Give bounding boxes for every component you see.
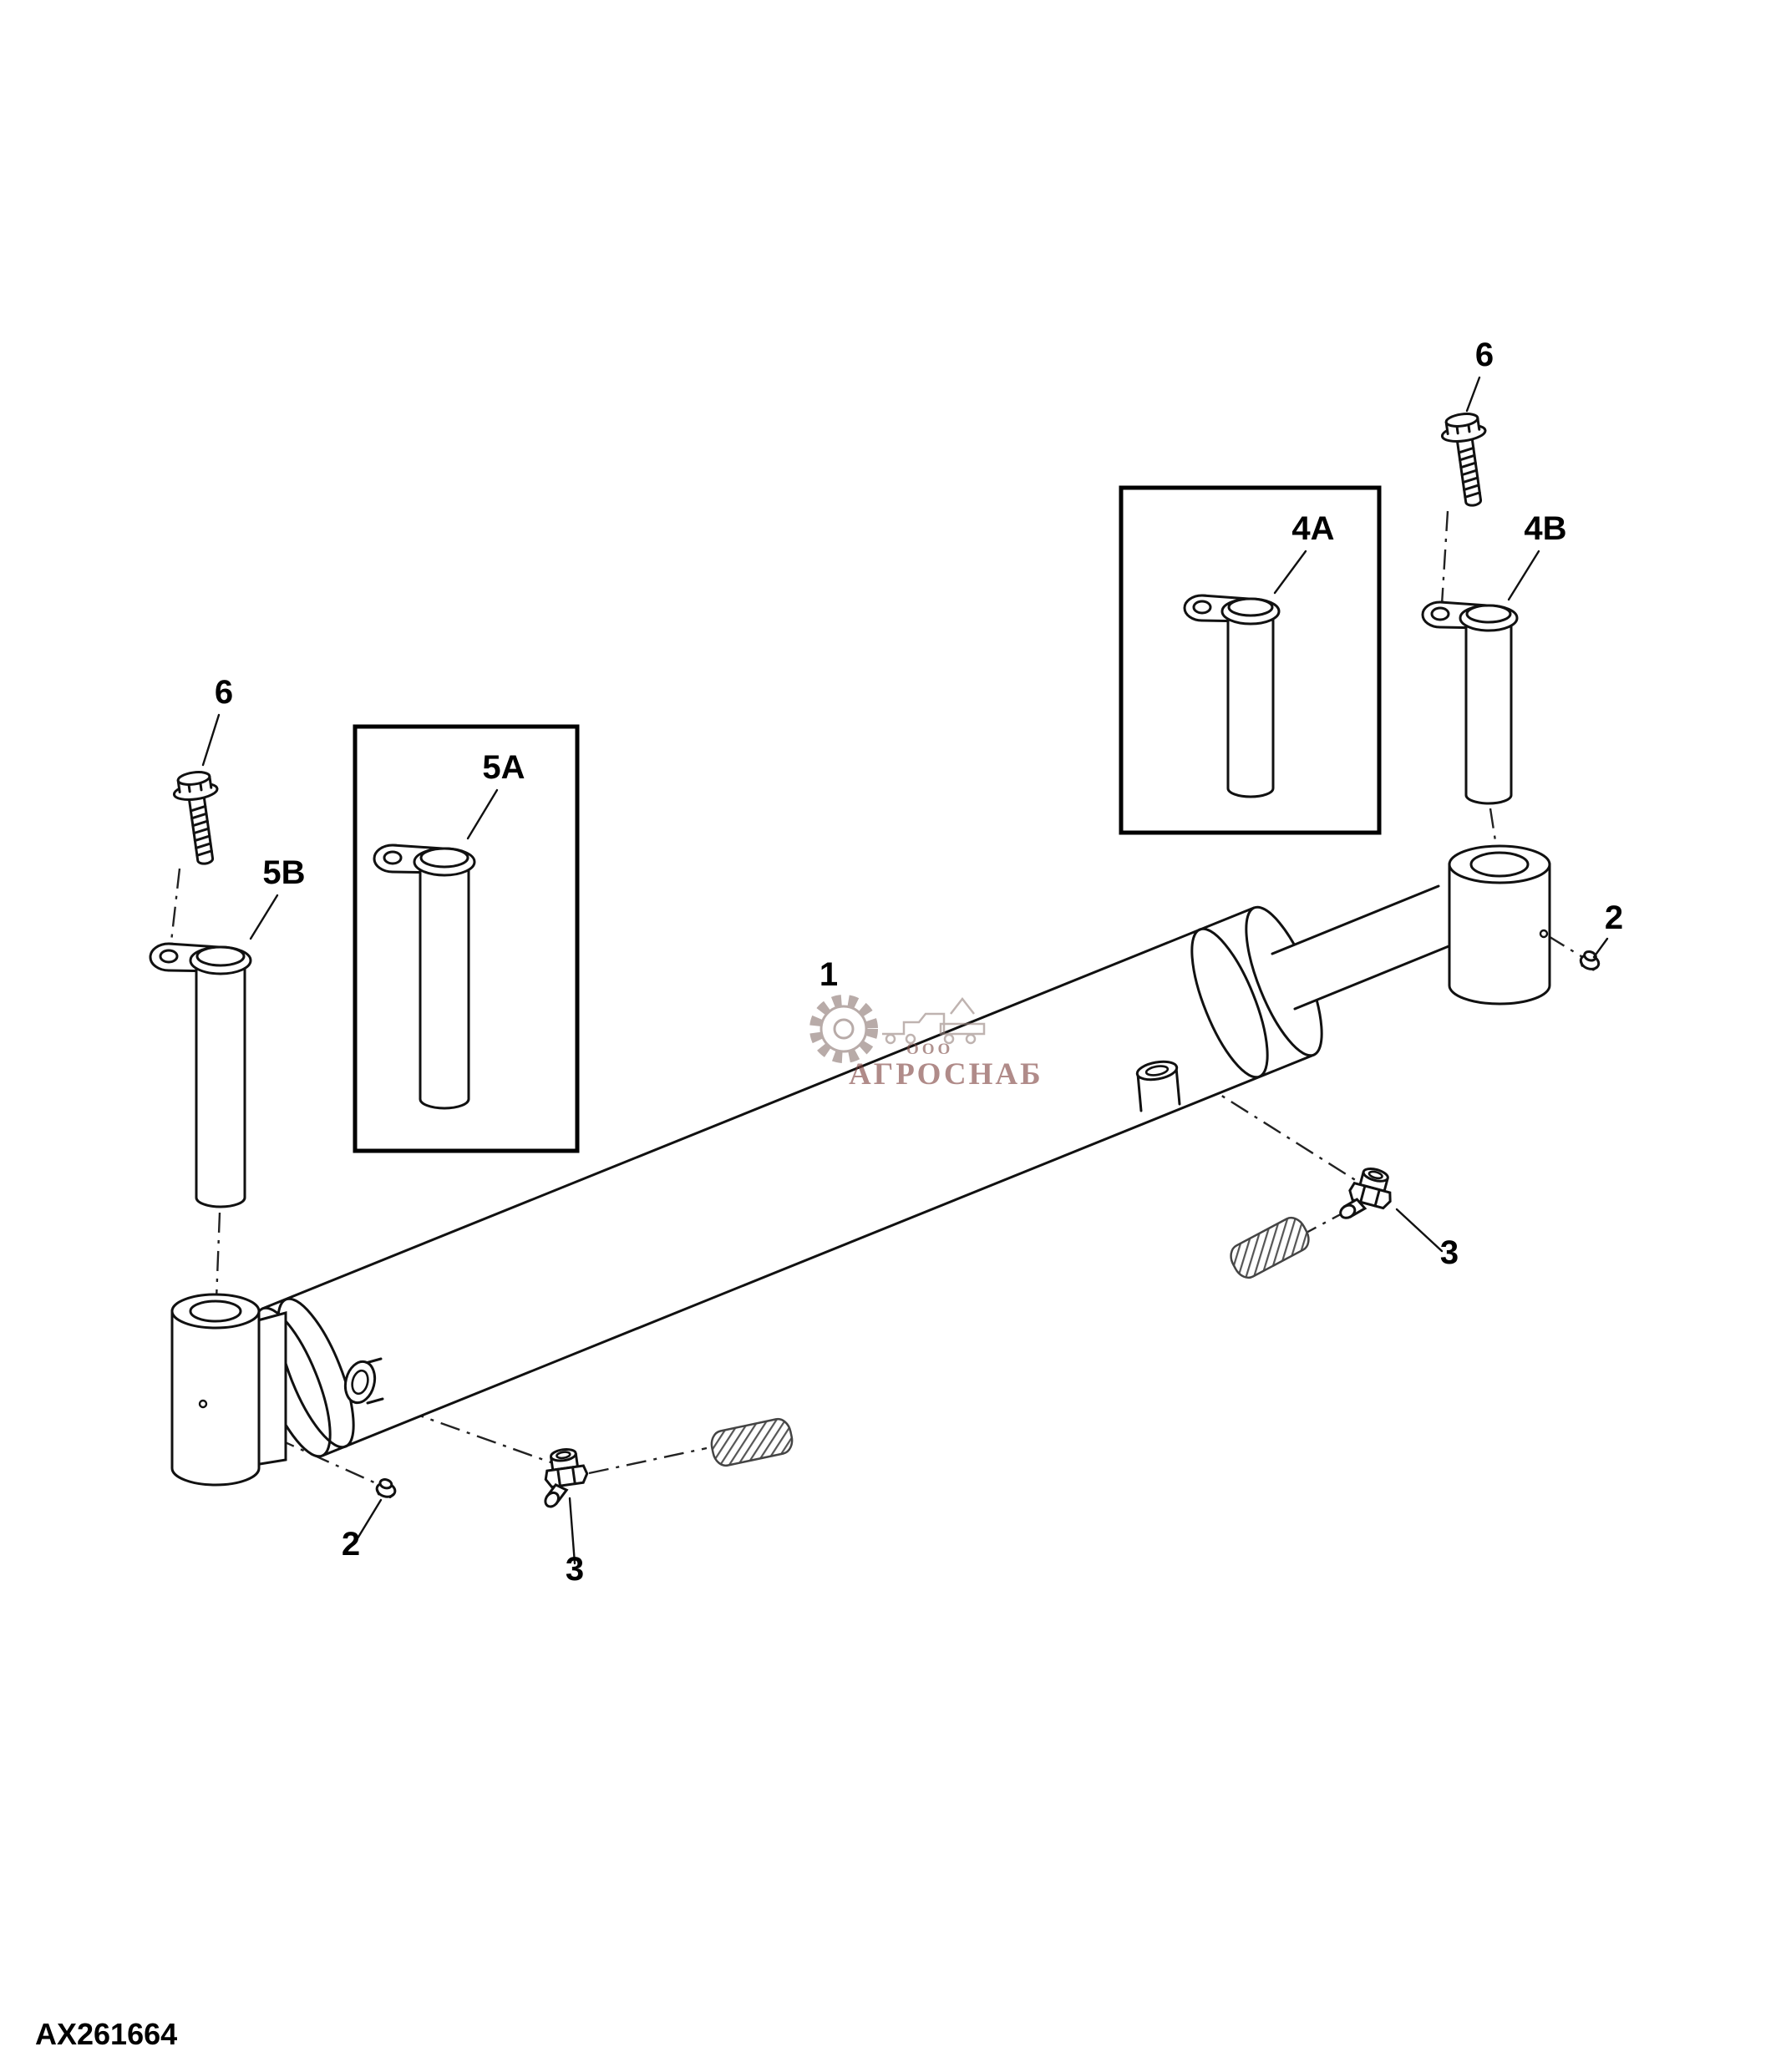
cylinder-port-right	[1135, 1060, 1181, 1112]
watermark-prefix: ООО	[906, 1041, 953, 1058]
centerlines	[169, 510, 1585, 1485]
rod-end-boss	[1448, 844, 1551, 1006]
watermark-machinery	[882, 996, 986, 1045]
cylinder-port-left	[343, 1357, 384, 1405]
callout-bolt-right: 6	[1475, 337, 1494, 373]
bolt-left	[170, 768, 229, 869]
elbow-fitting-left	[534, 1445, 593, 1512]
callout-pin-4b: 4B	[1524, 510, 1566, 547]
hose-stub-right	[1225, 1212, 1315, 1284]
callout-pin-5b: 5B	[262, 854, 305, 891]
callout-cylinder: 1	[819, 956, 838, 993]
callout-elbow-right: 3	[1440, 1234, 1459, 1271]
callout-pin-4a: 4A	[1291, 510, 1334, 547]
pin-5b	[149, 942, 252, 1208]
inset-box-4a	[1119, 485, 1382, 835]
pin-4b	[1421, 600, 1519, 805]
callout-plug-right: 2	[1605, 899, 1623, 936]
leader-lines	[201, 376, 1609, 1565]
watermark: ООО АГРОСНАБ	[809, 995, 1043, 1092]
hydraulic-cylinder	[170, 844, 1551, 1487]
callout-elbow-left: 3	[566, 1551, 584, 1588]
callout-plug-left: 2	[342, 1526, 360, 1563]
callout-pin-5a: 5A	[482, 749, 525, 786]
callout-bolt-left: 6	[215, 674, 233, 711]
bolt-right	[1438, 409, 1497, 510]
base-end-boss	[170, 1293, 261, 1487]
pin-4a	[1183, 594, 1281, 798]
plug-right	[1577, 948, 1603, 973]
watermark-name: АГРОСНАБ	[849, 1057, 1043, 1092]
inset-box-5a	[353, 724, 580, 1153]
hose-stub-left	[708, 1416, 796, 1469]
pin-5a	[373, 843, 476, 1110]
plug-left	[373, 1477, 399, 1501]
part-number: AX261664	[35, 2017, 177, 2051]
